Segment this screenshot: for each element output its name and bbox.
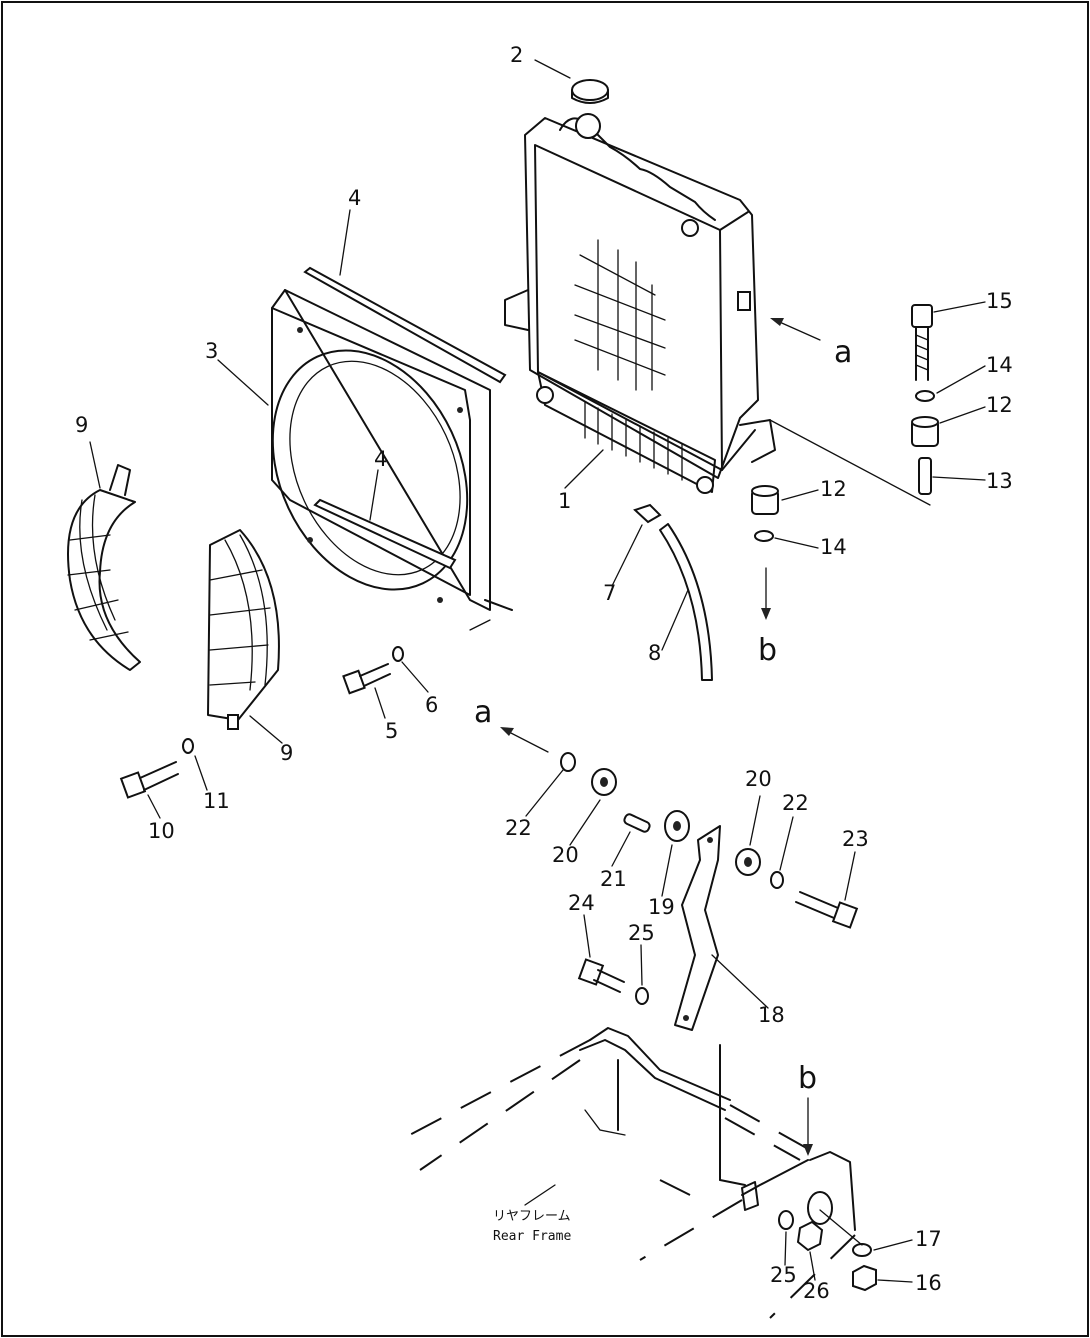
washer-14-bottom-part <box>754 530 774 542</box>
callout-17: 17 <box>915 1227 942 1251</box>
washer-17-part <box>852 1243 872 1257</box>
callout-5: 5 <box>385 719 398 743</box>
callout-12-top: 12 <box>986 393 1013 417</box>
callout-22-right: 22 <box>782 791 809 815</box>
bushing-20-right-part <box>735 848 761 876</box>
nut-16-part <box>852 1264 877 1292</box>
washer-6-part <box>392 646 404 662</box>
callout-9-right: 9 <box>280 741 293 765</box>
callout-26: 26 <box>803 1279 830 1303</box>
radiator-part <box>504 113 776 494</box>
callout-6: 6 <box>425 693 438 717</box>
callout-16: 16 <box>915 1271 942 1295</box>
callout-23: 23 <box>842 827 869 851</box>
callout-12-bottom: 12 <box>820 477 847 501</box>
callout-4-mid: 4 <box>374 447 387 471</box>
washer-22-left-part <box>560 752 576 772</box>
bolt-23-part <box>795 891 859 929</box>
bolt-5-part <box>342 663 391 695</box>
washer-14-top-part <box>915 390 935 402</box>
callout-1: 1 <box>558 489 571 513</box>
callout-18: 18 <box>758 1003 785 1027</box>
radiator-cap-part <box>571 79 609 104</box>
sleeve-13-part <box>918 457 932 495</box>
frame-label-jp: リヤフレーム <box>493 1209 571 1224</box>
callout-20-left: 20 <box>552 843 579 867</box>
marker-b-bottom: b <box>798 1061 817 1096</box>
washer-11-part <box>182 738 194 754</box>
callout-labels: 2 1 3 4 4 9 9 5 6 10 11 7 8 12 14 15 14 … <box>75 43 1013 1303</box>
bushing-20-left-part <box>591 768 617 796</box>
callout-22-left: 22 <box>505 816 532 840</box>
bushing-19-part <box>664 810 690 842</box>
callout-10: 10 <box>148 819 175 843</box>
frame-label-en: Rear Frame <box>493 1229 571 1244</box>
callout-25-bottom: 25 <box>770 1263 797 1287</box>
washer-25-bottom-part <box>778 1210 794 1230</box>
bolt-15-part <box>911 304 933 381</box>
collar-21-part <box>623 813 651 833</box>
callout-20-right: 20 <box>745 767 772 791</box>
leader-lines <box>89 59 986 1283</box>
callout-4-top: 4 <box>348 186 361 210</box>
callout-24: 24 <box>568 891 595 915</box>
callout-14-bottom: 14 <box>820 535 847 559</box>
view-arrows <box>500 318 821 1156</box>
callout-14-top: 14 <box>986 353 1013 377</box>
callout-19: 19 <box>648 895 675 919</box>
callout-25-mid: 25 <box>628 921 655 945</box>
mount-12-top-part <box>911 416 939 447</box>
washer-22-right-part <box>770 871 784 889</box>
callout-15: 15 <box>986 289 1013 313</box>
callout-13: 13 <box>986 469 1013 493</box>
marker-a-top: a <box>834 335 852 370</box>
nut-26-part <box>796 1220 824 1252</box>
callout-21: 21 <box>600 867 627 891</box>
fan-shroud-part <box>271 289 491 611</box>
marker-a-mid: a <box>474 695 492 730</box>
callout-11: 11 <box>203 789 230 813</box>
bolt-24-part <box>577 958 625 993</box>
callout-8: 8 <box>648 641 661 665</box>
callout-3: 3 <box>205 339 218 363</box>
callout-9-left: 9 <box>75 413 88 437</box>
hose-part <box>633 503 713 681</box>
marker-b-top: b <box>758 633 777 668</box>
bolt-10-part <box>119 761 179 799</box>
seal-strip-part <box>303 266 513 611</box>
rear-frame-part <box>399 1027 856 1319</box>
mount-12-bottom-part <box>751 485 779 515</box>
fan-guard-right-part <box>207 529 280 730</box>
stay-18-part <box>674 825 721 1031</box>
washer-25-mid-part <box>635 987 649 1005</box>
callout-2: 2 <box>510 43 523 67</box>
fan-guard-left-part <box>67 464 141 671</box>
callout-7: 7 <box>603 581 616 605</box>
